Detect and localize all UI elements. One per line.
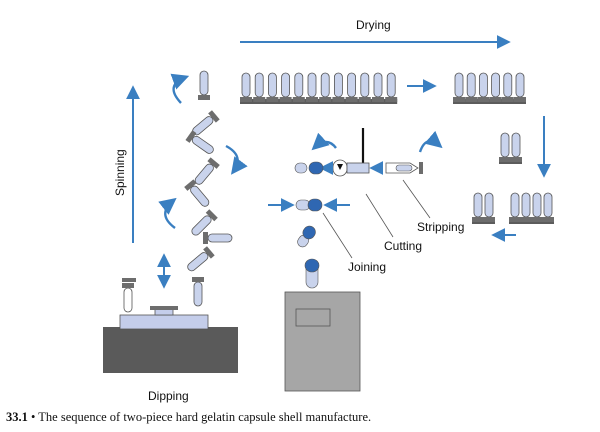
label-stripping: Stripping <box>417 220 464 234</box>
label-spinning: Spinning <box>113 149 127 196</box>
drying-rack-4 <box>508 192 555 224</box>
curved-arrow-spin-3 <box>158 197 177 229</box>
capsule-pin <box>498 132 512 163</box>
capsule-pin <box>519 192 533 223</box>
capsule-pin <box>331 72 345 103</box>
label-dipping: Dipping <box>148 389 189 403</box>
capsule-pin <box>508 192 522 223</box>
drying-rack-3 <box>471 192 496 224</box>
caption-number: 33.1 <box>6 410 28 424</box>
capsule-pin <box>279 72 293 103</box>
capsule-pin <box>239 72 253 103</box>
capsule-pin <box>530 192 544 223</box>
dipping-station <box>103 276 238 373</box>
curved-arrow-spin-1 <box>170 73 190 104</box>
drying-rack-2 <box>452 72 527 104</box>
drying-rack-1 <box>239 72 398 104</box>
label-joining: Joining <box>348 260 386 274</box>
curved-arrow-strip <box>418 130 443 153</box>
capsule-pin <box>384 72 398 103</box>
capsule-pin <box>305 72 319 103</box>
capsule-pin <box>184 245 216 275</box>
final-capsule <box>304 258 320 289</box>
leader-stripping <box>402 179 431 219</box>
rack-bar <box>453 99 526 104</box>
cut-capsule-halves <box>294 161 324 175</box>
capsule-pin <box>345 72 359 103</box>
capsule-pin <box>489 72 503 103</box>
cutting-unit <box>332 128 370 177</box>
curved-arrow-cut <box>311 132 337 151</box>
leader-cutting <box>365 193 394 238</box>
capsule-pin <box>358 72 372 103</box>
curved-arrow-spin-2 <box>225 144 248 175</box>
caption-text: The sequence of two-piece hard gelatin c… <box>38 410 372 424</box>
capsule-pin <box>184 129 217 158</box>
drying-pair <box>498 132 523 164</box>
capsule-pin <box>513 72 527 103</box>
capsule-pin <box>371 72 385 103</box>
capsule-pin <box>252 72 266 103</box>
capsule-pin <box>197 70 211 101</box>
capsule-pin <box>482 192 496 223</box>
capsule-machine <box>284 291 361 392</box>
capsule-pin <box>471 192 485 223</box>
caption-bullet: • <box>31 410 36 424</box>
capsule-pin <box>318 72 332 103</box>
capsule-pin <box>476 72 490 103</box>
capsule-pin <box>509 132 523 163</box>
capsule-pin <box>265 72 279 103</box>
stripping-unit <box>385 162 423 174</box>
rack-bar <box>240 99 398 104</box>
label-drying: Drying <box>356 18 391 32</box>
capsule-pin <box>501 72 515 103</box>
capsule-pin <box>292 72 306 103</box>
capsule-pin <box>464 72 478 103</box>
leader-joining <box>322 212 353 259</box>
figure-caption: 33.1 • The sequence of two-piece hard ge… <box>6 410 596 425</box>
joined-capsule-tilted <box>297 225 316 248</box>
capsule-pin <box>202 231 233 245</box>
spinning-pins <box>183 70 233 275</box>
label-cutting: Cutting <box>384 239 422 253</box>
capsule-pin <box>541 192 555 223</box>
capsule-pin <box>452 72 466 103</box>
joining-capsule <box>295 198 323 212</box>
